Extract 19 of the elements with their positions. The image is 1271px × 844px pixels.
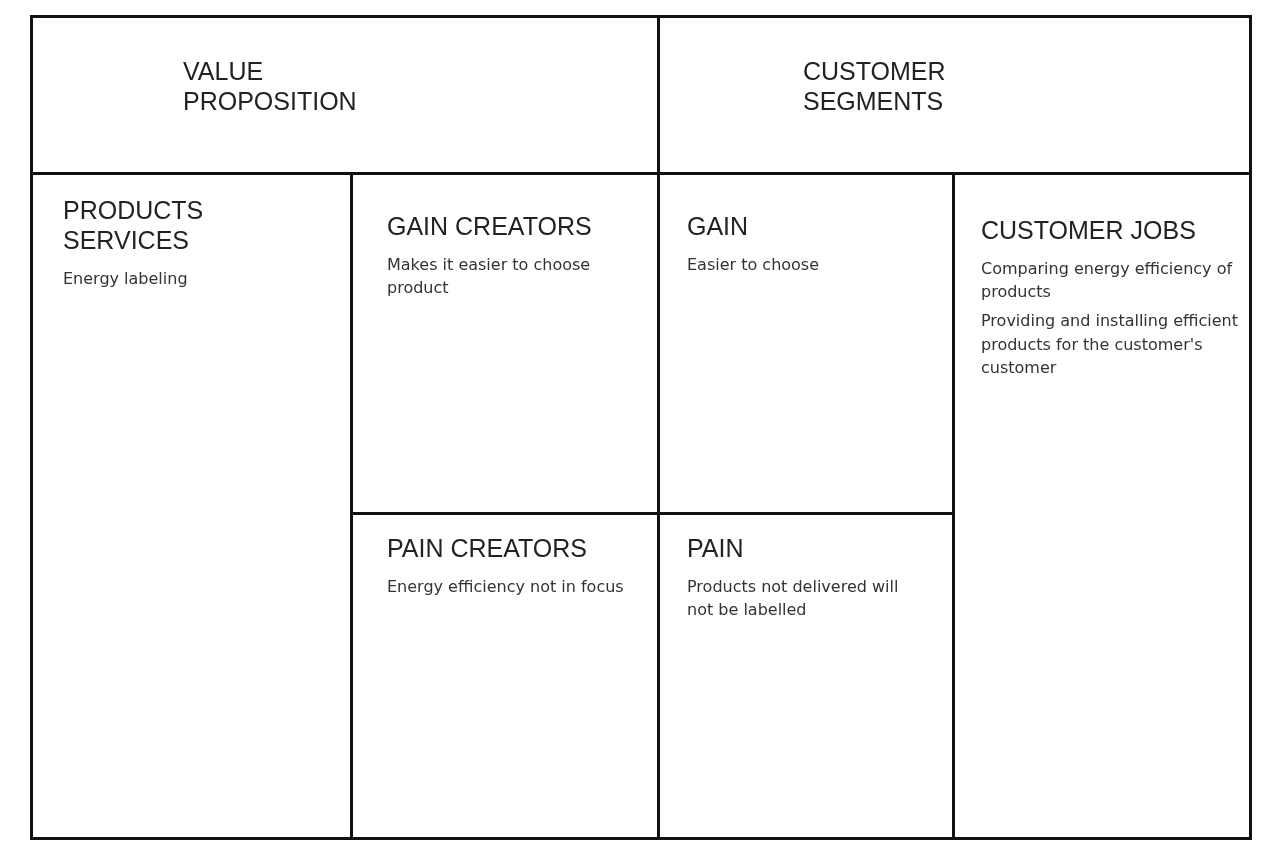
canvas-section [30,15,660,175]
body-text: Makes it easier to choose product [387,254,592,300]
section-heading: PAIN [687,533,744,563]
section-heading: GAIN CREATORS [387,211,592,241]
canvas-section [30,172,353,840]
section-heading: PAIN CREATORS [387,533,588,563]
body-text: Energy efficiency not in focus [387,576,624,598]
body-text: Easier to choose [687,254,820,276]
section-heading: CUSTOMER SEGMENTS [803,56,947,116]
body-text: Comparing energy efficiency of products [981,258,1234,304]
section-heading: VALUE PROPOSITION [183,56,358,116]
body-text: Products not delivered will not be labelled [687,576,900,622]
canvas-section [657,15,1252,175]
canvas-section [952,172,1252,840]
section-heading: GAIN [687,211,749,241]
body-text: Energy labeling [63,268,188,290]
section-heading: PRODUCTS SERVICES [63,195,205,255]
section-heading: CUSTOMER JOBS [981,215,1196,245]
body-text: Providing and installing efficient products for the customer's customer [981,310,1239,379]
